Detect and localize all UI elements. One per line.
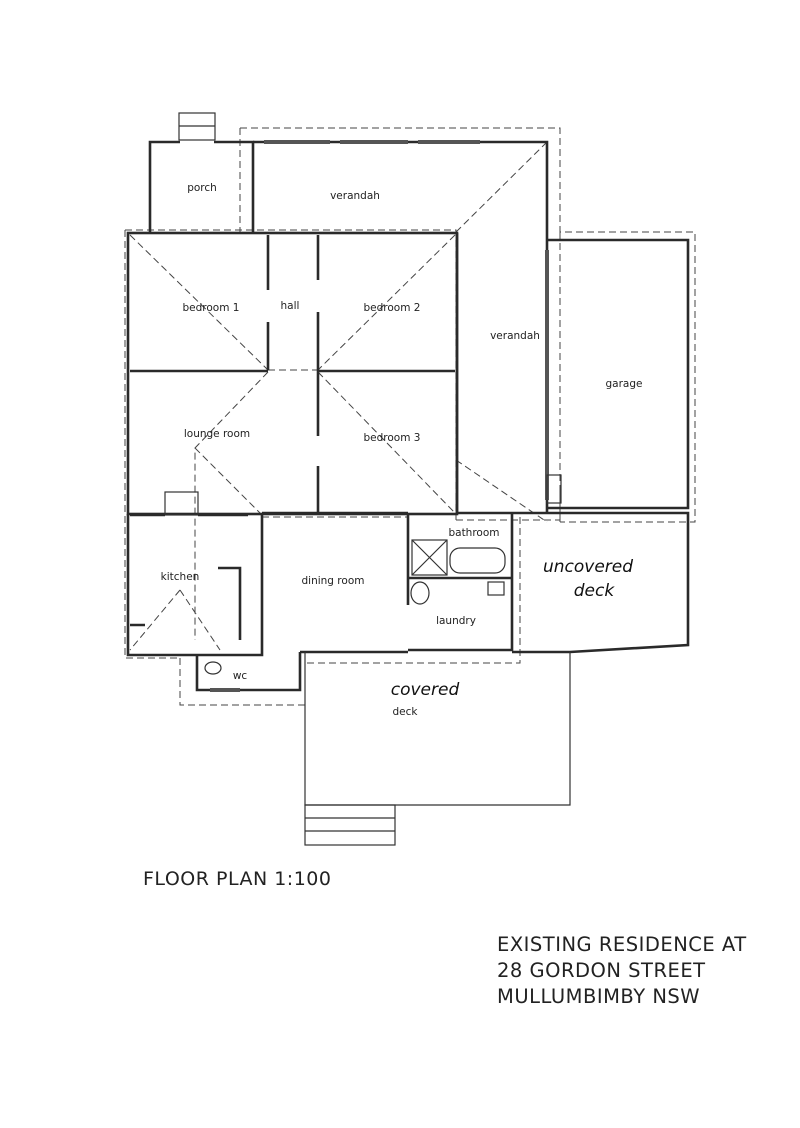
- handwritten-deck: deck: [574, 581, 616, 601]
- room-label-garage: garage: [606, 378, 643, 390]
- roof-outline: [124, 127, 696, 706]
- address-line-1: EXISTING RESIDENCE AT: [497, 933, 747, 956]
- handwritten-uncovered: uncovered: [543, 557, 633, 577]
- room-label-bedroom3: bedroom 3: [364, 432, 421, 444]
- room-label-bedroom1: bedroom 1: [183, 302, 240, 314]
- room-label-wc: wc: [233, 670, 248, 682]
- room-label-bathroom: bathroom: [448, 527, 499, 539]
- plan-title: FLOOR PLAN 1:100: [143, 868, 332, 890]
- handwritten-covered: covered: [391, 680, 460, 700]
- walls: [126, 112, 690, 846]
- room-label-dining: dining room: [302, 575, 365, 587]
- address-line-2: 28 GORDON STREET: [497, 959, 706, 982]
- steps: [304, 804, 396, 846]
- room-label-verandah-side: verandah: [490, 330, 540, 342]
- room-label-lounge: lounge room: [184, 428, 250, 440]
- room-label-deck: deck: [393, 706, 419, 718]
- room-label-laundry: laundry: [436, 615, 476, 627]
- room-label-verandah-top: verandah: [330, 190, 380, 202]
- room-label-bedroom2: bedroom 2: [364, 302, 421, 314]
- room-label-hall: hall: [281, 300, 300, 312]
- room-label-porch: porch: [187, 182, 217, 194]
- room-label-kitchen: kitchen: [161, 571, 200, 583]
- address-line-3: MULLUMBIMBY NSW: [497, 985, 701, 1008]
